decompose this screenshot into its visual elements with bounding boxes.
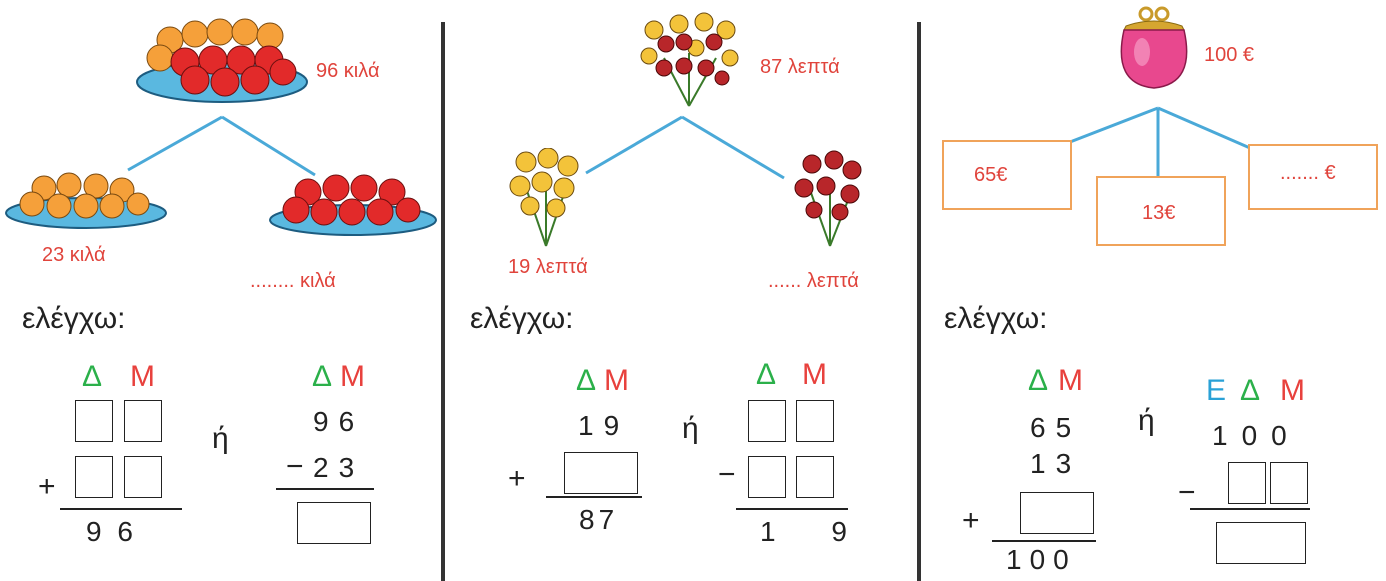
difference-line <box>736 508 848 510</box>
panel-fruit: 96 κιλά 23 κιλά ........ κιλά ελέγχω: Δ … <box>0 0 440 581</box>
subtrahend: 23 <box>313 452 365 483</box>
header-tens: Δ <box>1240 374 1261 407</box>
panel-flowers: 87 λεπτά 19 λεπτά ...... λεπτά ελέγχω: Δ… <box>446 0 916 581</box>
answer-box[interactable] <box>1228 462 1266 504</box>
or-label: ή <box>1138 404 1155 437</box>
answer-box[interactable] <box>124 456 162 498</box>
mixed-flowers-bouquet-icon <box>640 12 739 107</box>
sum-result: 9 6 <box>86 516 137 547</box>
tree-lines <box>585 115 785 180</box>
amount-box: 13€ <box>1096 176 1226 246</box>
apples-oranges-tray-icon <box>136 18 308 103</box>
answer-box[interactable] <box>297 502 371 544</box>
header-units: Μ <box>1058 364 1083 397</box>
header-units: Μ <box>802 358 827 391</box>
header-tens: Δ <box>82 360 103 393</box>
difference-line <box>276 488 374 490</box>
answer-box[interactable] <box>1270 462 1308 504</box>
minus-sign: − <box>286 450 304 483</box>
total-price-label: 87 λεπτά <box>760 56 840 78</box>
difference-line <box>1190 508 1310 510</box>
or-label: ή <box>682 412 699 445</box>
oranges-weight-label: 23 κιλά <box>42 244 106 266</box>
plus-sign: + <box>38 470 56 503</box>
answer-box[interactable] <box>748 400 786 442</box>
minus-sign: − <box>718 458 736 491</box>
check-label: ελέγχω: <box>22 302 126 335</box>
header-units: Μ <box>1280 374 1305 407</box>
or-label: ή <box>212 422 229 455</box>
header-tens: Δ <box>312 360 333 393</box>
plus-sign: + <box>508 462 526 495</box>
addend: 19 <box>578 410 630 441</box>
red-flowers-icon <box>794 150 862 247</box>
answer-box[interactable] <box>796 400 834 442</box>
answer-box[interactable] <box>124 400 162 442</box>
answer-box[interactable] <box>1020 492 1094 534</box>
amount-label: 13€ <box>1142 202 1176 224</box>
difference-result: 1 9 <box>760 516 871 547</box>
tree-lines <box>127 115 316 177</box>
sum-line <box>546 496 642 498</box>
total-money-label: 100 € <box>1204 44 1255 66</box>
apples-tray-icon <box>269 174 437 236</box>
header-units: Μ <box>130 360 155 393</box>
addend: 13 <box>1030 448 1082 479</box>
sum-result: 87 <box>579 504 619 535</box>
header-units: Μ <box>604 364 629 397</box>
plus-sign: + <box>962 504 980 537</box>
header-units: Μ <box>340 360 365 393</box>
answer-box[interactable] <box>1216 522 1306 564</box>
addend: 65 <box>1030 412 1082 443</box>
amount-label: ....... € <box>1280 162 1336 184</box>
answer-box[interactable] <box>75 456 113 498</box>
minus-sign: − <box>1178 476 1196 509</box>
header-tens: Δ <box>756 358 777 391</box>
red-flowers-price-label: ...... λεπτά <box>768 270 859 292</box>
oranges-tray-icon <box>5 172 167 229</box>
answer-box[interactable] <box>75 400 113 442</box>
panel-divider <box>917 22 921 581</box>
tree-lines <box>1069 106 1251 176</box>
sum-line <box>992 540 1096 542</box>
panel-money: 100 € 65€ 13€ ....... € ελέγχω: Δ Μ 65 1… <box>922 0 1386 581</box>
amount-box[interactable]: ....... € <box>1248 144 1378 210</box>
minuend: 100 <box>1212 420 1301 451</box>
yellow-flowers-icon <box>509 148 579 247</box>
yellow-flowers-price-label: 19 λεπτά <box>508 256 588 278</box>
pink-coin-purse-icon <box>1120 6 1188 89</box>
minuend: 96 <box>313 406 365 437</box>
check-label: ελέγχω: <box>944 302 1048 335</box>
amount-box: 65€ <box>942 140 1072 210</box>
header-hundreds: Ε <box>1206 374 1227 407</box>
header-tens: Δ <box>576 364 597 397</box>
header-tens: Δ <box>1028 364 1049 397</box>
answer-box[interactable] <box>748 456 786 498</box>
answer-box[interactable] <box>796 456 834 498</box>
check-label: ελέγχω: <box>470 302 574 335</box>
apples-weight-label: ........ κιλά <box>250 270 336 292</box>
amount-label: 65€ <box>974 164 1008 186</box>
sum-result: 100 <box>1006 544 1077 575</box>
panel-divider <box>441 22 445 581</box>
answer-box[interactable] <box>564 452 638 494</box>
sum-line <box>60 508 182 510</box>
total-weight-label: 96 κιλά <box>316 60 380 82</box>
